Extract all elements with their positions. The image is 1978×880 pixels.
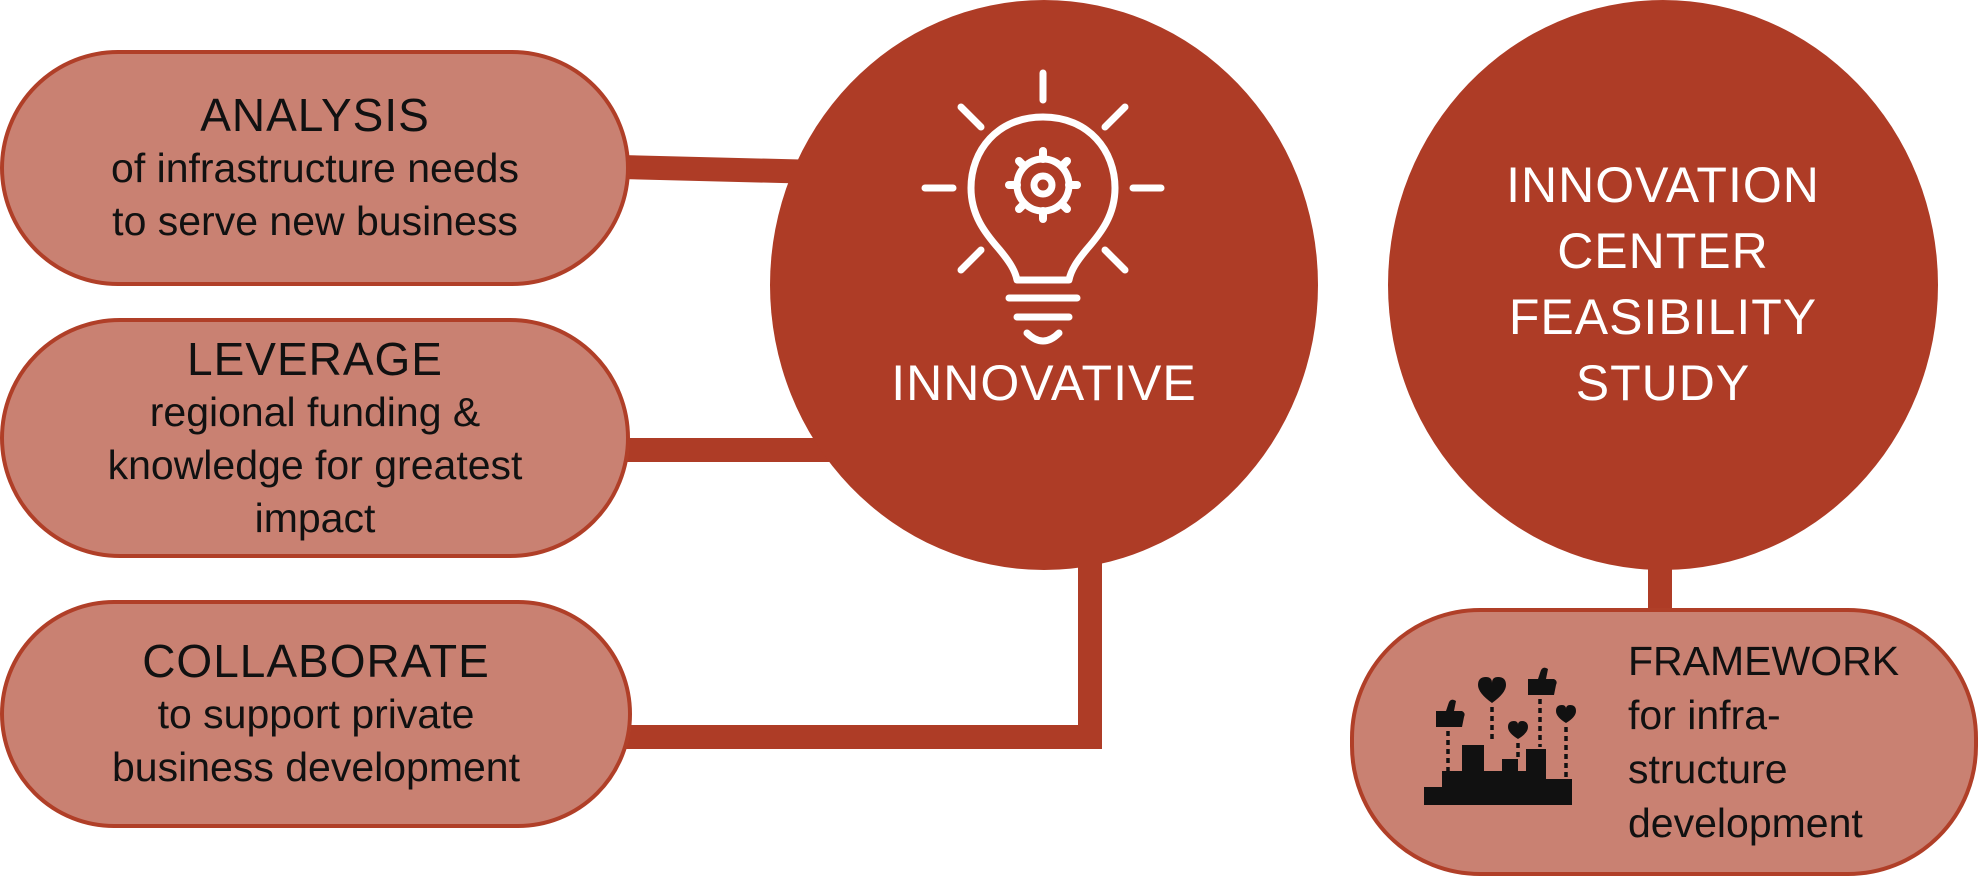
feasibility-study-label: INNOVATION CENTER FEASIBILITY STUDY <box>1388 152 1938 416</box>
study-line-3: FEASIBILITY <box>1508 289 1818 345</box>
framework-line-1: FRAMEWORK <box>1628 638 1900 684</box>
lightbulb-gear-icon <box>921 69 1165 345</box>
leverage-heading: LEVERAGE <box>187 332 443 385</box>
connector-analysis <box>619 155 821 184</box>
leverage-line-3: impact <box>254 494 376 541</box>
connector-collaborate <box>620 545 1102 749</box>
collaborate-line-1: to support private <box>157 691 475 737</box>
framework-text: FRAMEWORK for infra- structure developme… <box>1628 634 1899 850</box>
framework-pill: FRAMEWORK for infra- structure developme… <box>1350 608 1978 876</box>
analysis-line-2: to serve new business <box>112 198 518 244</box>
framework-line-3: structure <box>1628 746 1788 792</box>
analysis-heading: ANALYSIS <box>200 89 430 141</box>
analysis-line-1: of infrastructure needs <box>111 145 519 191</box>
feasibility-study-circle <box>1388 0 1938 570</box>
analysis-pill: ANALYSIS of infrastructure needs to serv… <box>0 50 630 286</box>
study-line-2: CENTER <box>1557 223 1769 279</box>
study-line-1: INNOVATION <box>1506 157 1820 213</box>
collaborate-heading: COLLABORATE <box>142 635 490 687</box>
framework-line-2: for infra- <box>1628 692 1781 738</box>
leverage-line-2: knowledge for greatest <box>107 441 523 488</box>
community-growth-icon <box>1424 667 1576 805</box>
collaborate-pill: COLLABORATE to support private business … <box>0 600 632 828</box>
leverage-pill: LEVERAGE regional funding & knowledge fo… <box>0 318 630 558</box>
framework-line-4: development <box>1628 800 1863 846</box>
leverage-line-1: regional funding & <box>149 388 481 435</box>
study-line-4: STUDY <box>1575 355 1751 411</box>
innovative-label: INNOVATIVE <box>891 355 1197 411</box>
collaborate-line-2: business development <box>112 744 520 790</box>
